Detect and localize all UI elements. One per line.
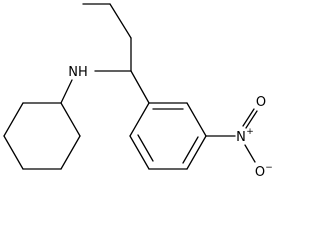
benzene-double-bond — [182, 136, 199, 164]
cyclohexane-bond — [3, 102, 24, 137]
cyclohexane-bond — [3, 135, 24, 170]
propyl-chain — [82, 3, 132, 72]
nitro-o-charge: − — [265, 163, 273, 173]
benzene-ring — [129, 102, 207, 170]
bond-nh-cyclohexyl — [60, 79, 73, 104]
bond-n-o-double — [245, 110, 258, 129]
bond-ch-aryl — [130, 70, 150, 104]
benzene-double-bond — [137, 134, 154, 162]
benzene-bond — [186, 135, 207, 170]
nitro-n-label: N — [236, 130, 246, 145]
amine-label: NH — [68, 65, 88, 80]
cyclohexane-bond — [60, 135, 81, 170]
benzene-bond — [129, 102, 150, 137]
benzene-bond — [186, 102, 207, 137]
chemical-structure: NH N + O O − — [3, 3, 273, 180]
bond-n-o-single — [244, 144, 256, 163]
nitro-o-lower-label: O — [255, 165, 265, 180]
benzene-bond — [129, 135, 150, 170]
bond-n-o-double — [242, 108, 255, 127]
nitro-o-upper-label: O — [256, 95, 266, 110]
cyclohexane-bond — [60, 102, 81, 137]
cyclohexane-ring — [3, 102, 81, 170]
bond-ch2-ch2 — [109, 3, 132, 39]
nitro-n-charge: + — [246, 127, 254, 137]
